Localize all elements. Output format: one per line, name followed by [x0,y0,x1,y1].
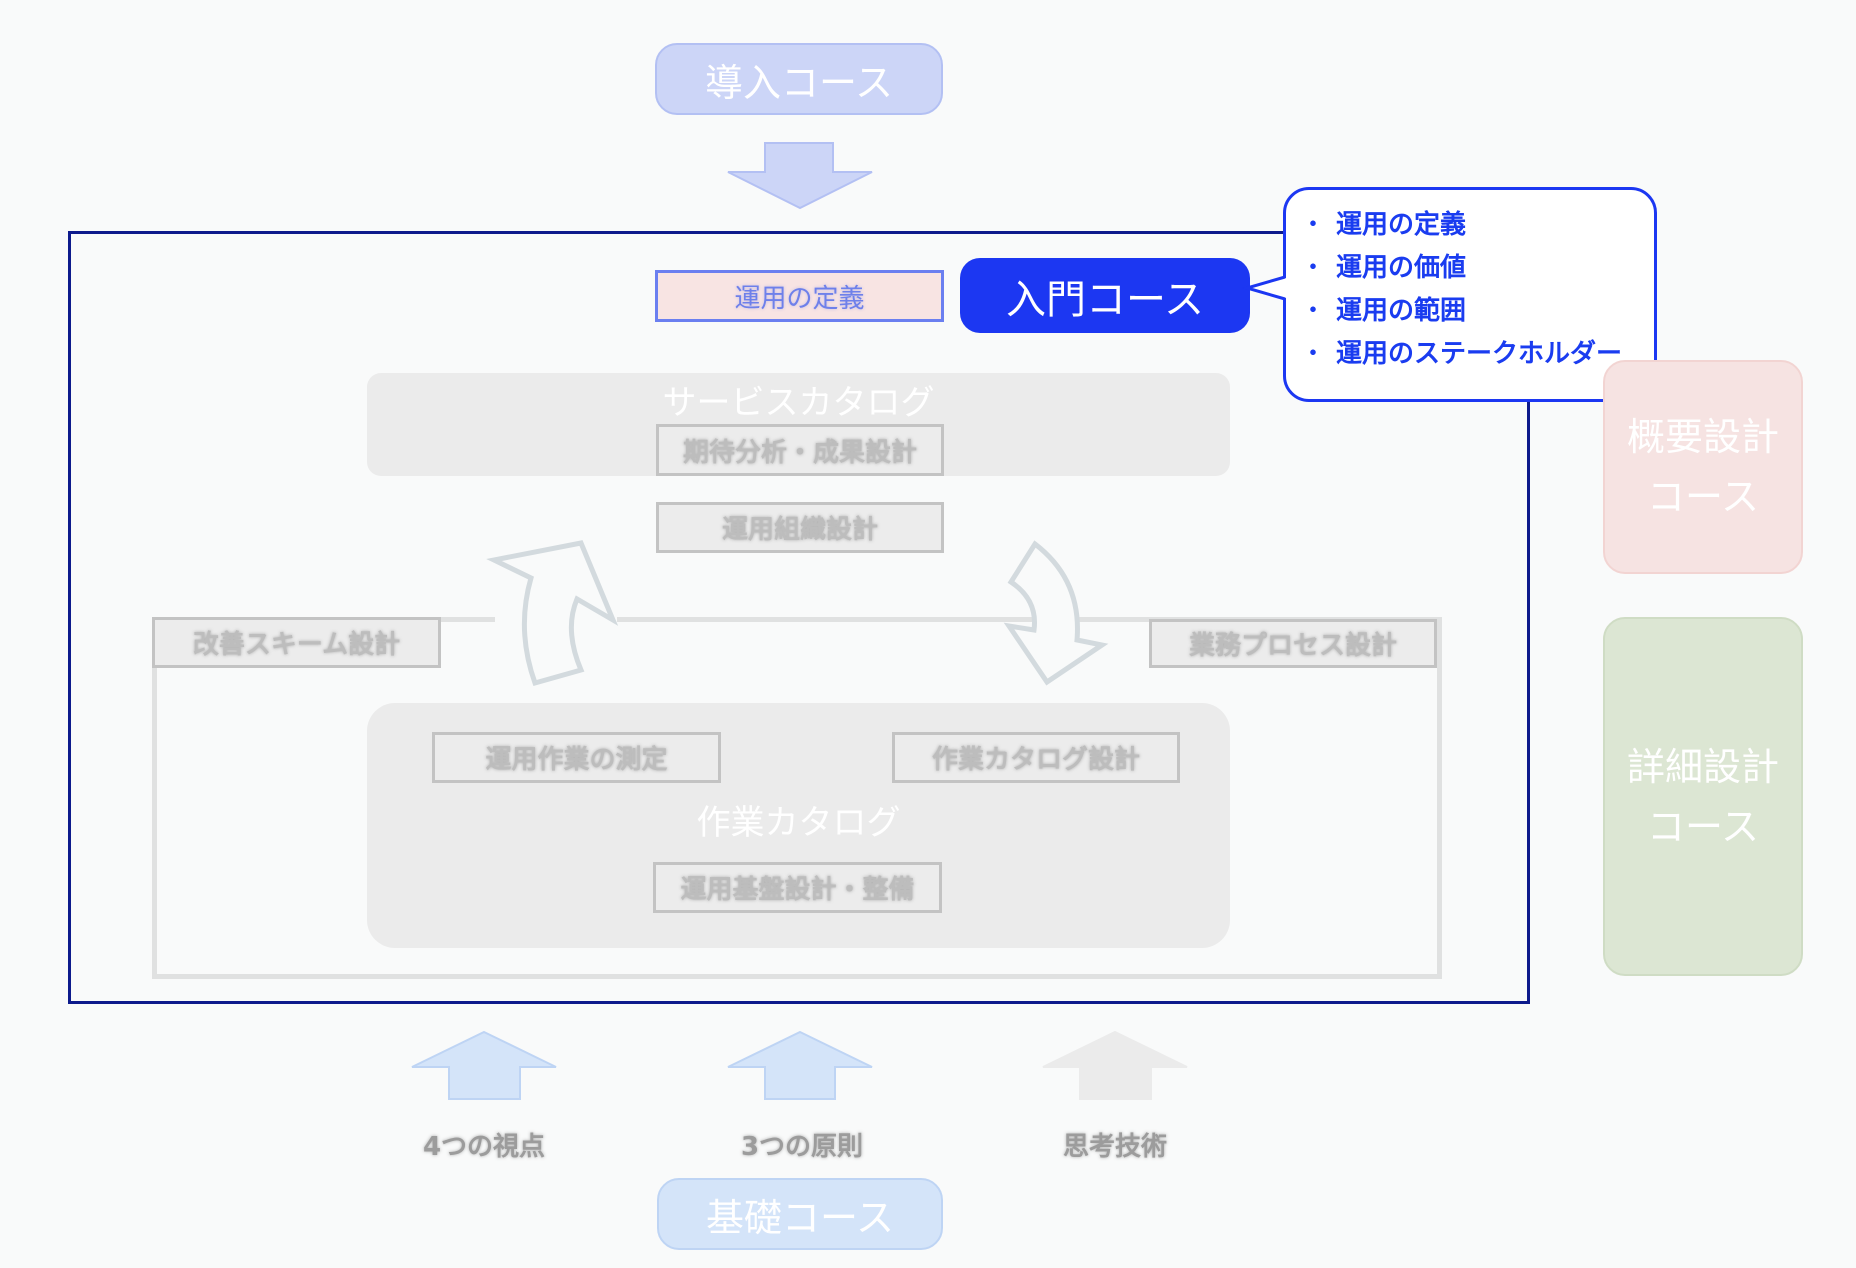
callout-topic-item: ・運用の定義 [1300,204,1654,247]
cycle-up-arrow-icon [486,540,619,687]
business-process-label: 業務プロセス設計 [1188,631,1397,661]
entry-course-callout: ・運用の定義 ・運用の価値 ・運用の範囲 ・運用のステークホルダー [1283,187,1657,402]
overview-design-course-box[interactable]: 概要設計 コース [1603,360,1803,574]
intro-down-arrow-icon [727,142,873,210]
callout-topic-label: 運用の範囲 [1336,296,1467,326]
work-measurement-label: 運用作業の測定 [485,745,668,775]
perspectives-up-arrow-icon [411,1030,557,1100]
org-design-box[interactable]: 運用組織設計 [656,502,944,553]
bullet-icon: ・ [1300,253,1327,283]
callout-topic-list: ・運用の定義 ・運用の価値 ・運用の範囲 ・運用のステークホルダー [1286,190,1654,376]
entry-course-frame [68,231,1530,1004]
improvement-scheme-box[interactable]: 改善スキーム設計 [152,617,441,668]
callout-topic-label: 運用のステークホルダー [1336,339,1623,369]
cycle-down-arrow-icon [1003,540,1109,686]
foundation-thinking-label: 思考技術 [1062,1132,1167,1162]
operation-definition-label: 運用の定義 [734,283,865,314]
work-catalog-design-box[interactable]: 作業カタログ設計 [892,732,1180,783]
detail-design-course-box[interactable]: 詳細設計 コース [1603,617,1803,976]
expectation-analysis-box[interactable]: 期待分析・成果設計 [656,424,944,476]
improvement-cycle-frame [152,617,1442,979]
work-measurement-box[interactable]: 運用作業の測定 [432,732,721,783]
bullet-icon: ・ [1300,210,1327,240]
work-catalog-design-label: 作業カタログ設計 [931,745,1140,775]
foundation-perspectives-label: 4つの視点 [422,1132,546,1162]
callout-topic-label: 運用の定義 [1336,210,1467,240]
business-process-box[interactable]: 業務プロセス設計 [1149,619,1437,668]
principles-up-arrow-icon [727,1030,873,1100]
callout-topic-item: ・運用の範囲 [1300,290,1654,333]
work-catalog-label: 作業カタログ [696,803,901,843]
callout-topic-item: ・運用の価値 [1300,247,1654,290]
intro-course-label: 導入コース [704,60,894,105]
foundation-principles-label: 3つの原則 [740,1132,864,1162]
operation-definition-box[interactable]: 運用の定義 [655,270,944,322]
callout-pointer-icon [1247,278,1286,298]
bullet-icon: ・ [1300,339,1327,369]
service-catalog-label: サービスカタログ [662,383,935,423]
thinking-up-arrow-icon [1042,1030,1188,1100]
overview-design-line1: 概要設計 [1626,415,1779,459]
entry-course-label: 入門コース [1006,276,1204,323]
detail-design-line1: 詳細設計 [1626,744,1779,789]
infrastructure-design-label: 運用基盤設計・整備 [680,875,915,905]
expectation-analysis-label: 期待分析・成果設計 [682,437,917,468]
callout-topic-item: ・運用のステークホルダー [1300,333,1654,376]
entry-course-badge[interactable]: 入門コース [960,258,1250,333]
basic-course-box[interactable]: 基礎コース [657,1178,943,1250]
detail-design-line2: コース [1646,804,1760,849]
basic-course-label: 基礎コース [705,1195,895,1240]
infrastructure-design-box[interactable]: 運用基盤設計・整備 [653,862,942,913]
callout-topic-label: 運用の価値 [1336,253,1467,283]
intro-course-box[interactable]: 導入コース [655,43,943,115]
bullet-icon: ・ [1300,296,1327,326]
improvement-scheme-label: 改善スキーム設計 [192,630,401,660]
overview-design-line2: コース [1646,475,1760,519]
org-design-label: 運用組織設計 [721,515,878,545]
